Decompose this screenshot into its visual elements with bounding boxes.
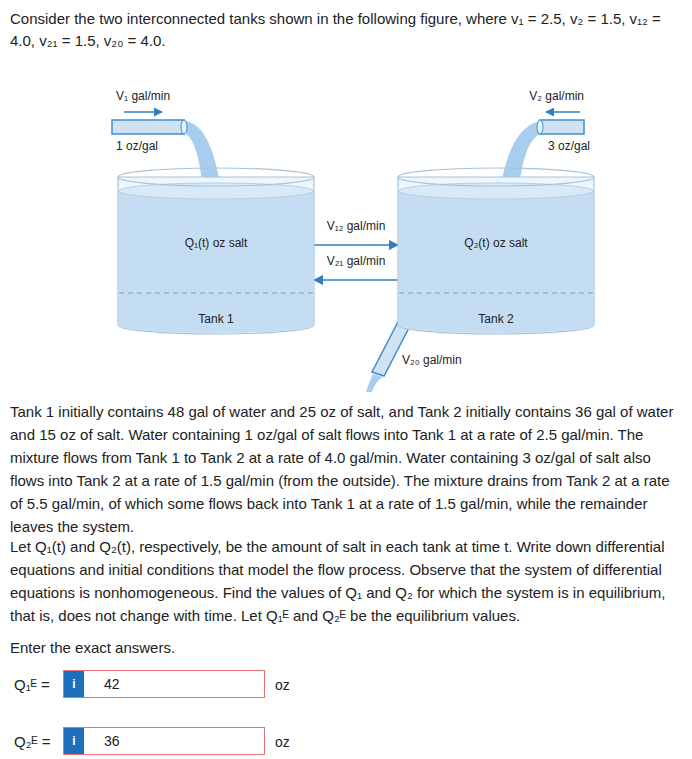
info-icon: i (64, 671, 84, 697)
flow-arrow (314, 244, 398, 246)
tank-outline (396, 165, 596, 355)
unit-label: oz (275, 733, 290, 751)
instruction-text: Enter the exact answers. (10, 638, 175, 657)
flow-rate-label: V₁₂ gal/min (325, 218, 388, 234)
answer-value: 36 (104, 728, 264, 754)
tank-rim (398, 168, 594, 186)
edge-label-slot: V₁₂ gal/min (325, 218, 388, 234)
label-slot: Enter the exact answers. (10, 638, 175, 657)
label-slot: Let Q₁(t) and Q₂(t), respectively, be th… (10, 535, 682, 627)
tank-name: Tank 2 (396, 311, 596, 327)
label-slot: Q₁ᴱ = (14, 675, 50, 694)
icon-glyph: i (64, 728, 84, 754)
water-surface (399, 183, 593, 199)
flow-arrow (314, 279, 398, 281)
edge-label-slot: V₂₁ gal/min (325, 253, 388, 269)
problem-text: Tank 1 initially contains 48 gal of wate… (10, 400, 682, 538)
inflow-pipe-right-part (540, 120, 584, 134)
tank-name: Tank 1 (116, 311, 316, 327)
inflow-pipe-right-part (537, 120, 543, 134)
tank-wall (118, 177, 314, 334)
hidden-edge (119, 293, 313, 294)
flow-rate-label: V₁ gal/min (116, 88, 170, 104)
label-slot: Consider the two interconnected tanks sh… (10, 8, 682, 52)
label-slot: 3 oz/gal (548, 138, 590, 154)
label-slot: Q₂ᴱ = (14, 732, 51, 751)
tank-wall (398, 177, 594, 334)
water-surface (119, 183, 313, 199)
label-slot: oz (275, 733, 290, 751)
label-slot: Tank 1 initially contains 48 gal of wate… (10, 400, 682, 538)
salt-amount-label: Q₂(t) oz salt (396, 235, 596, 251)
label-slot: 1 oz/gal (116, 138, 158, 154)
inflow-pipe-left-part (112, 120, 184, 134)
label-slot: V₂₀ gal/min (402, 352, 462, 368)
flow-rate-label: V₂₁ gal/min (325, 253, 388, 269)
problem-text: Consider the two interconnected tanks sh… (10, 8, 682, 52)
tank: Q₁(t) oz saltTank 1 (116, 165, 316, 355)
concentration-label: 3 oz/gal (548, 138, 590, 154)
tank: Q₂(t) oz saltTank 2 (396, 165, 596, 355)
problem-text: Let Q₁(t) and Q₂(t), respectively, be th… (10, 535, 682, 627)
answer-box: i 36 (63, 727, 265, 755)
hidden-edge (399, 293, 593, 294)
drain-pipe-part (366, 374, 383, 392)
answer-prompt: Q₁ᴱ = (14, 675, 50, 694)
concentration-label: 1 oz/gal (116, 138, 158, 154)
answer-box: i 42 (63, 670, 265, 698)
inflow-pipe-left-part (124, 111, 162, 113)
label-slot: V₂ gal/min (512, 88, 584, 104)
flow-rate-label: V₂₀ gal/min (402, 352, 462, 368)
answer-value: 42 (104, 671, 264, 697)
tank-outline (116, 165, 316, 355)
tank-water (119, 191, 313, 333)
salt-amount-label: Q₁(t) oz salt (116, 235, 316, 251)
icon-glyph: i (64, 671, 84, 697)
inflow-pipe-right-part (546, 111, 580, 113)
tank-rim (118, 168, 314, 186)
label-slot: oz (275, 676, 290, 694)
tank-water (399, 191, 593, 333)
inflow-pipe-left-part (181, 120, 187, 134)
info-icon: i (64, 728, 84, 754)
answer-prompt: Q₂ᴱ = (14, 732, 51, 751)
label-slot: V₁ gal/min (116, 88, 170, 104)
flow-rate-label: V₂ gal/min (512, 88, 584, 104)
unit-label: oz (275, 676, 290, 694)
